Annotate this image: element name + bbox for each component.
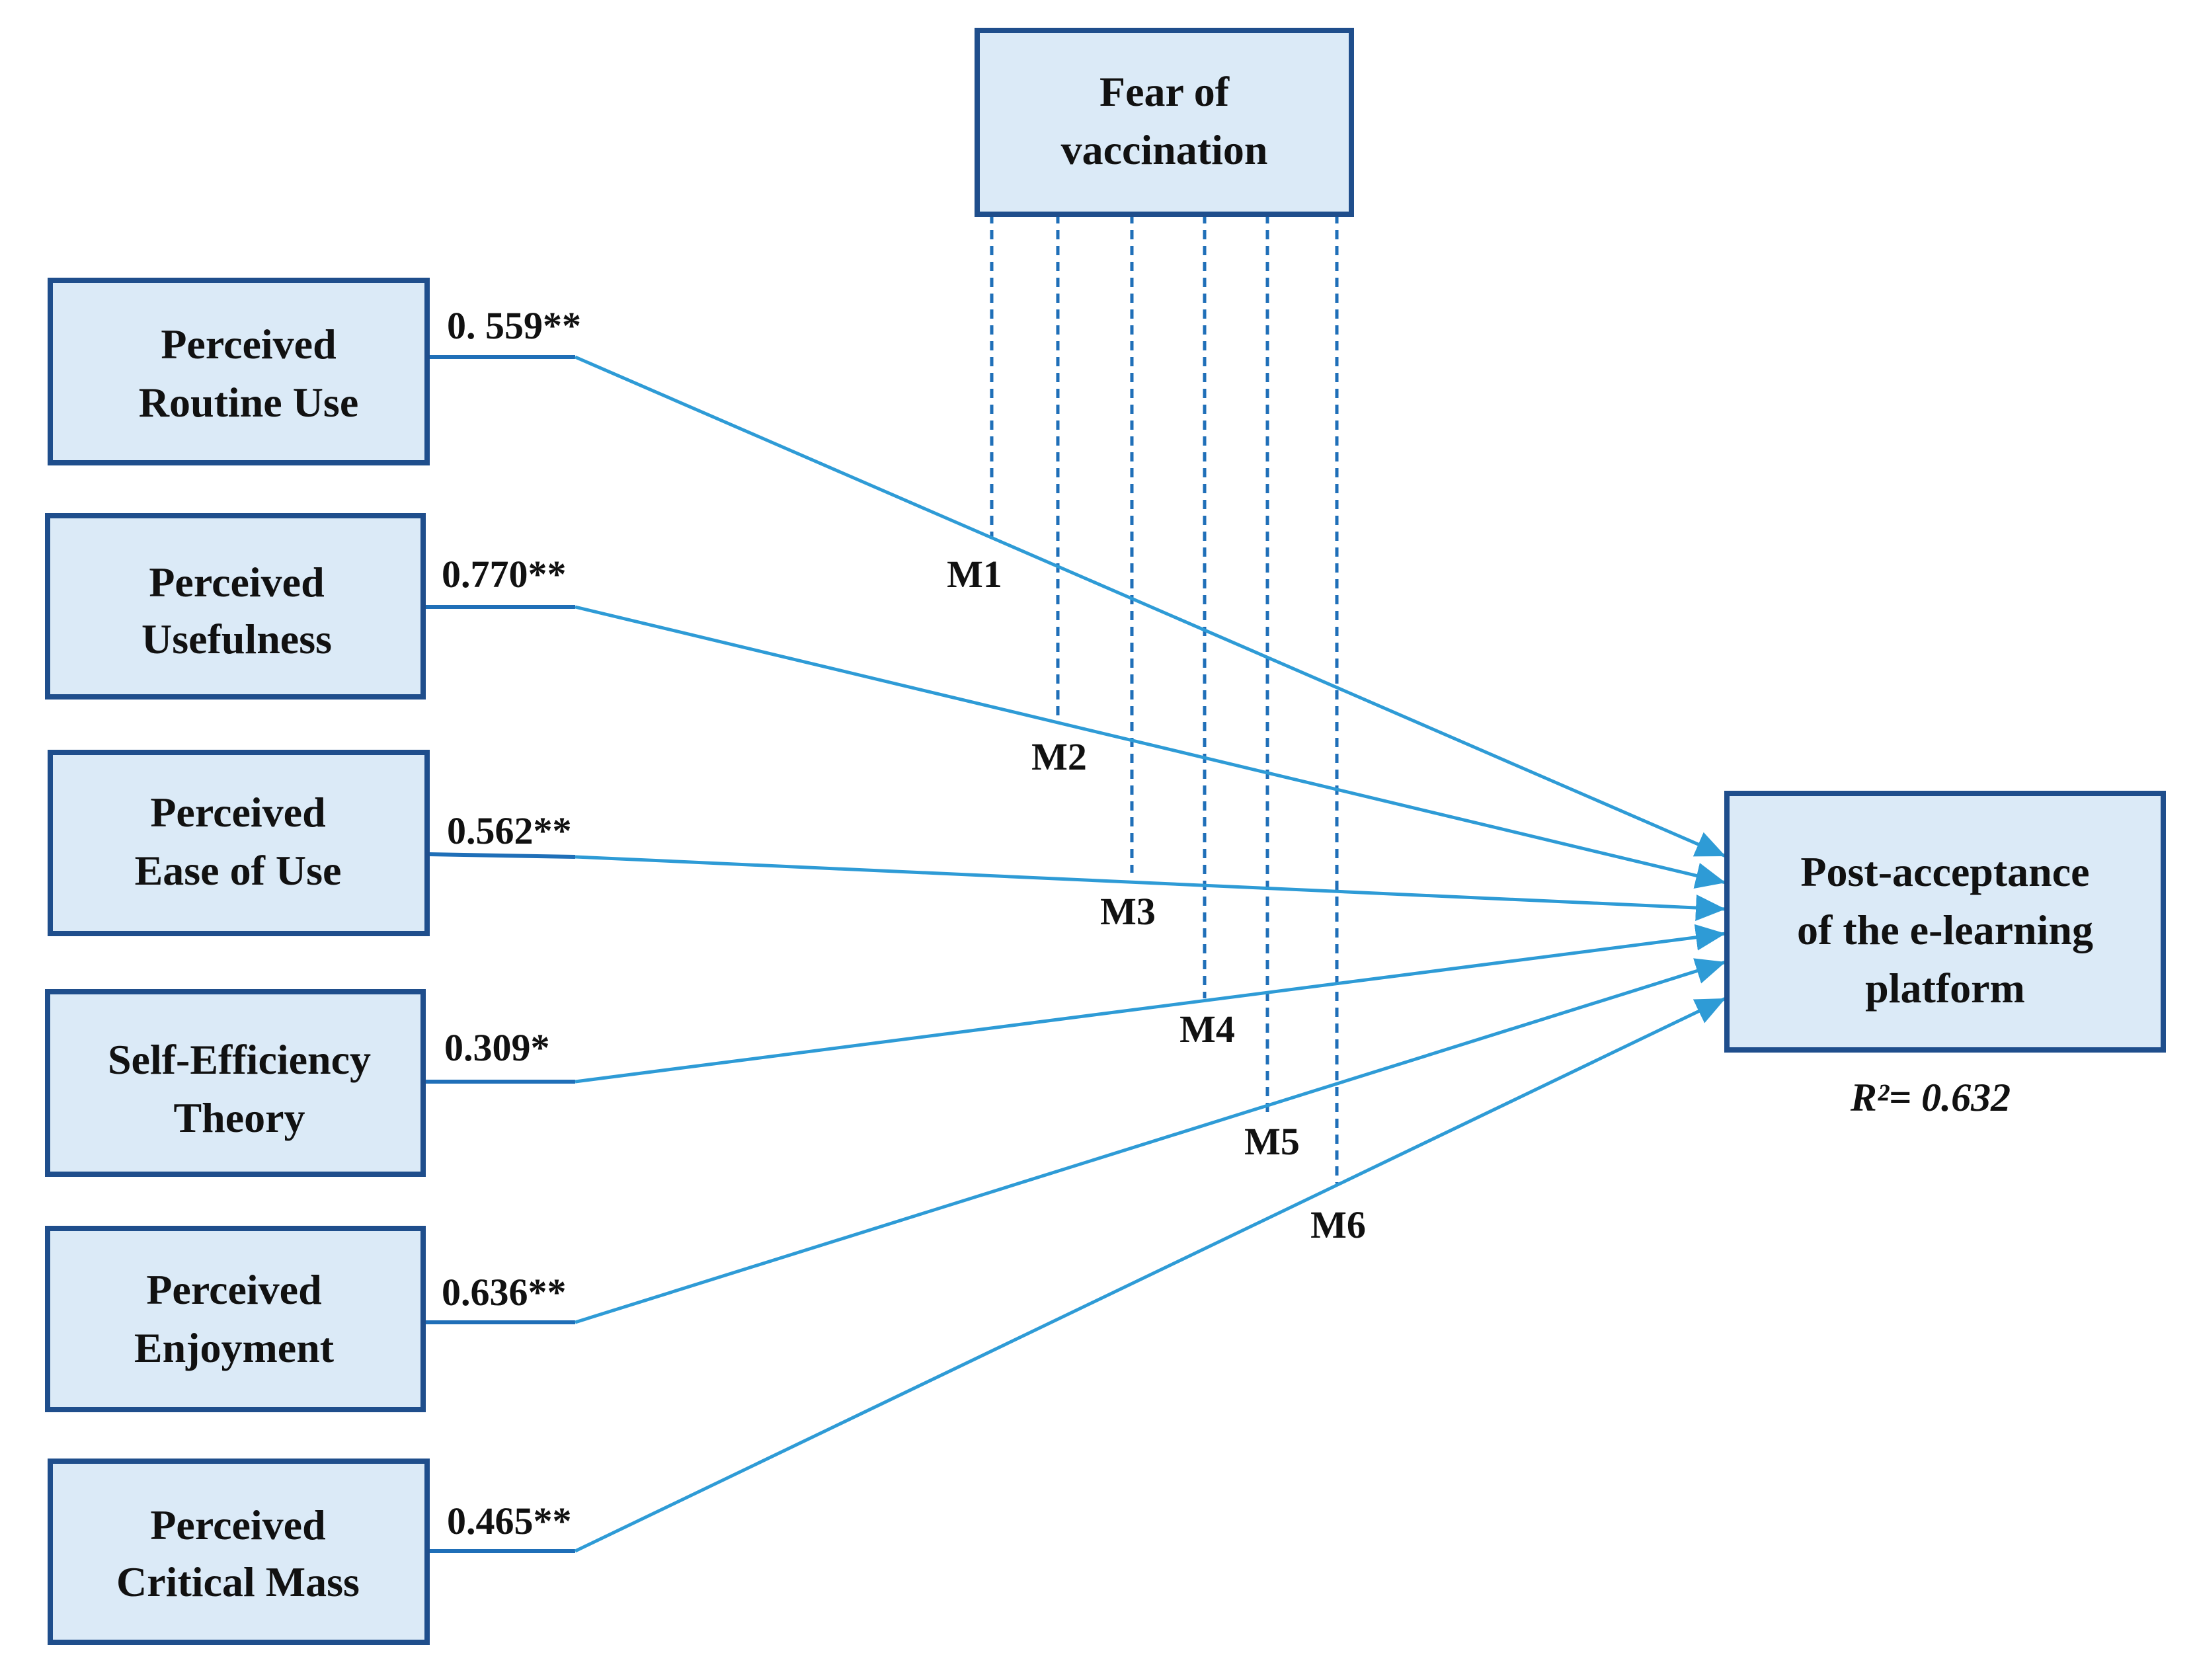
coefficient-usefulness: 0.770** bbox=[442, 553, 567, 596]
predictor-label-line-1: Self-Efficiency bbox=[108, 1036, 371, 1083]
r-squared-label: R²= 0.632 bbox=[1850, 1076, 2011, 1119]
outcome-label-line-1: Post-acceptance bbox=[1800, 848, 2089, 895]
path-stub-ease-of-use bbox=[426, 852, 576, 859]
moderator-box bbox=[975, 28, 1354, 217]
predictor-box bbox=[45, 989, 426, 1177]
moderator-label-m5: M5 bbox=[1244, 1120, 1300, 1163]
outcome-box bbox=[1724, 791, 2166, 1053]
outcome-label-line-2: of the e-learning bbox=[1797, 906, 2093, 953]
predictor-label-line-2: Usefulness bbox=[141, 616, 332, 662]
coefficient-critical-mass: 0.465** bbox=[447, 1500, 572, 1542]
predictor-box bbox=[45, 1226, 426, 1412]
coefficient-routine-use: 0. 559** bbox=[447, 304, 581, 347]
moderator-label-m3: M3 bbox=[1100, 890, 1156, 933]
predictor-box bbox=[48, 278, 430, 465]
moderator-node: Fear of vaccination bbox=[975, 28, 1354, 217]
predictor-node-usefulness: Perceived Usefulness bbox=[45, 513, 426, 700]
predictor-label-line-2: Routine Use bbox=[139, 379, 358, 426]
predictor-label-line-1: Perceived bbox=[146, 1266, 321, 1313]
path-arrow-self-efficiency bbox=[575, 924, 1726, 1084]
predictor-node-ease-of-use: Perceived Ease of Use bbox=[48, 750, 430, 936]
predictor-label-line-2: Ease of Use bbox=[135, 847, 342, 894]
outcome-node: Post-acceptance of the e-learning platfo… bbox=[1724, 791, 2166, 1119]
predictor-label-line-2: Theory bbox=[173, 1094, 305, 1141]
coefficient-labels: 0. 559** 0.770** 0.562** 0.309* 0.636** … bbox=[442, 304, 581, 1542]
predictor-label-line-2: Enjoyment bbox=[134, 1324, 335, 1371]
moderator-label-line-2: vaccination bbox=[1061, 126, 1268, 173]
predictor-box bbox=[45, 513, 426, 700]
predictor-node-self-efficiency: Self-Efficiency Theory bbox=[45, 989, 426, 1177]
coefficient-self-efficiency: 0.309* bbox=[444, 1026, 550, 1069]
path-arrow-enjoyment bbox=[575, 958, 1726, 1324]
outcome-label-line-3: platform bbox=[1865, 965, 2025, 1012]
predictor-label-line-1: Perceived bbox=[150, 789, 325, 836]
moderator-lines bbox=[990, 214, 1339, 1183]
predictor-label-line-2: Critical Mass bbox=[116, 1558, 360, 1605]
path-arrow-usefulness bbox=[575, 605, 1726, 889]
moderator-labels: M1 M2 M3 M4 M5 M6 bbox=[947, 553, 1366, 1246]
predictor-label-line-1: Perceived bbox=[161, 321, 336, 368]
predictor-box bbox=[48, 750, 430, 936]
predictor-box bbox=[48, 1459, 430, 1645]
coefficient-ease-of-use: 0.562** bbox=[447, 809, 572, 852]
predictor-label-line-1: Perceived bbox=[150, 1501, 325, 1548]
predictor-node-routine-use: Perceived Routine Use bbox=[48, 278, 430, 465]
moderator-label-line-1: Fear of bbox=[1099, 68, 1230, 115]
path-arrow-critical-mass bbox=[574, 996, 1727, 1553]
moderator-label-m4: M4 bbox=[1179, 1008, 1235, 1051]
path-arrow-routine-use bbox=[575, 355, 1726, 858]
moderator-label-m6: M6 bbox=[1310, 1203, 1366, 1246]
predictor-node-critical-mass: Perceived Critical Mass bbox=[48, 1459, 430, 1645]
predictor-label-line-1: Perceived bbox=[149, 559, 324, 606]
moderator-label-m1: M1 bbox=[947, 553, 1002, 596]
path-arrow-ease-of-use bbox=[575, 855, 1726, 921]
moderator-label-m2: M2 bbox=[1031, 735, 1087, 778]
predictor-node-enjoyment: Perceived Enjoyment bbox=[45, 1226, 426, 1412]
coefficient-enjoyment: 0.636** bbox=[442, 1271, 567, 1314]
paths bbox=[423, 355, 1727, 1553]
